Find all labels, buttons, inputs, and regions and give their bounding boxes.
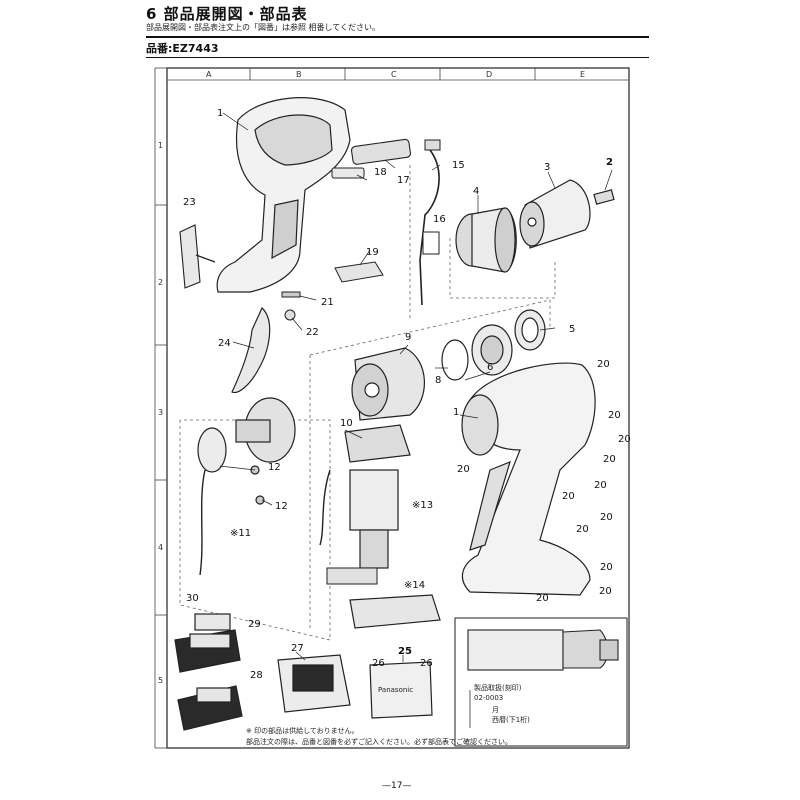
label-part-20c: 20 xyxy=(618,434,631,445)
part-13-connector xyxy=(326,567,378,585)
grid-col-d: D xyxy=(486,70,492,79)
label-part-26b: 26 xyxy=(420,658,433,669)
label-part-13: ※13 xyxy=(412,500,433,511)
footer-note-2: 部品注文の際は、品番と図番を必ずご記入ください。必ず部品表でご確認ください。 xyxy=(246,738,512,746)
label-part-3: 3 xyxy=(544,162,550,173)
label-part-20f: 20 xyxy=(562,491,575,502)
label-part-29: 29 xyxy=(248,619,261,630)
label-part-1b: 1 xyxy=(453,407,459,418)
grid-col-e: E xyxy=(580,70,585,79)
model-rule xyxy=(146,57,649,58)
part-25-case xyxy=(369,661,433,719)
part-9-gearbox xyxy=(351,347,425,421)
grid-row-1: 1 xyxy=(158,141,163,150)
label-part-10: 10 xyxy=(340,418,353,429)
part-10-switch xyxy=(344,424,411,569)
grid-col-a: A xyxy=(206,70,212,79)
label-part-27: 27 xyxy=(291,643,304,654)
label-part-20h: 20 xyxy=(576,524,589,535)
label-part-21: 21 xyxy=(321,297,334,308)
label-part-1a: 1 xyxy=(217,108,223,119)
label-part-30: 30 xyxy=(186,593,199,604)
gear-rings xyxy=(441,309,546,381)
label-part-20k: 20 xyxy=(536,593,549,604)
part-19-plate xyxy=(334,261,384,283)
grid-row-3: 3 xyxy=(158,408,163,417)
header-rule xyxy=(146,36,649,38)
motor xyxy=(197,397,296,505)
batteries xyxy=(174,613,351,731)
label-part-20a: 20 xyxy=(597,359,610,370)
grid-row-5: 5 xyxy=(158,676,163,685)
part-24-clip xyxy=(231,306,271,394)
label-part-20b: 20 xyxy=(608,410,621,421)
inset-drill xyxy=(467,629,619,671)
label-part-15: 15 xyxy=(452,160,465,171)
inset-brand: Panasonic xyxy=(378,686,413,694)
grid-col-c: C xyxy=(391,70,397,79)
page-subtitle: 部品展開図・部品表注文上の「図番」は参照 相番してください。 xyxy=(146,23,381,32)
label-part-9: 9 xyxy=(405,332,411,343)
part-16-label xyxy=(422,231,440,255)
label-part-28: 28 xyxy=(250,670,263,681)
group-chuck-box xyxy=(449,235,556,299)
label-part-20d: 20 xyxy=(603,454,616,465)
label-part-14: ※14 xyxy=(404,580,425,591)
model-number: 品番:EZ7443 xyxy=(146,42,219,55)
footer-note-1: ※ 印の部品は供給しておりません。 xyxy=(246,727,359,735)
inset-note-4: 西暦(下1桁) xyxy=(492,715,530,724)
group-gear-line xyxy=(309,299,551,356)
housing-left xyxy=(216,97,351,293)
part-15-cable xyxy=(419,149,440,306)
inset-note-2: 02-0003 xyxy=(474,694,503,702)
label-part-2: 2 xyxy=(606,157,613,168)
label-part-23: 23 xyxy=(183,197,196,208)
label-part-5: 5 xyxy=(569,324,575,335)
inset-note-1: 製品取扱(刻印) xyxy=(474,683,522,692)
label-part-18: 18 xyxy=(374,167,387,178)
part-21-pin xyxy=(281,291,301,298)
chuck-assembly xyxy=(455,179,615,273)
label-part-12b: 12 xyxy=(275,501,288,512)
label-part-8: 8 xyxy=(435,375,441,386)
page-number: —17— xyxy=(382,781,412,791)
part-18-switch-plate xyxy=(350,138,411,165)
part-28-hook xyxy=(179,224,201,289)
label-part-20i: 20 xyxy=(600,562,613,573)
label-part-19: 19 xyxy=(366,247,379,258)
label-part-20l: 20 xyxy=(457,464,470,475)
label-part-4: 4 xyxy=(473,186,479,197)
grid-row-2: 2 xyxy=(158,278,163,287)
part-17-plate xyxy=(331,167,365,179)
part-22-screw xyxy=(284,309,296,321)
inset-note-3: 月 xyxy=(492,706,499,714)
label-part-11: ※11 xyxy=(230,528,251,539)
grid-row-4: 4 xyxy=(158,543,163,552)
label-part-6: 6 xyxy=(487,362,493,373)
diagram-frame xyxy=(166,67,630,749)
part-14-plate xyxy=(349,594,441,629)
label-part-17: 17 xyxy=(397,175,410,186)
housing-right xyxy=(461,362,596,596)
grid-col-b: B xyxy=(296,70,302,79)
label-part-16: 16 xyxy=(433,214,446,225)
label-part-20g: 20 xyxy=(600,512,613,523)
inset-box xyxy=(454,617,628,747)
label-part-20j: 20 xyxy=(599,586,612,597)
page-title: 6 部品展開図・部品表 xyxy=(146,5,308,23)
label-part-20e: 20 xyxy=(594,480,607,491)
label-part-25: 25 xyxy=(398,646,412,657)
label-part-22: 22 xyxy=(306,327,319,338)
label-part-26a: 26 xyxy=(372,658,385,669)
label-part-12a: 12 xyxy=(268,462,281,473)
label-part-24: 24 xyxy=(218,338,231,349)
